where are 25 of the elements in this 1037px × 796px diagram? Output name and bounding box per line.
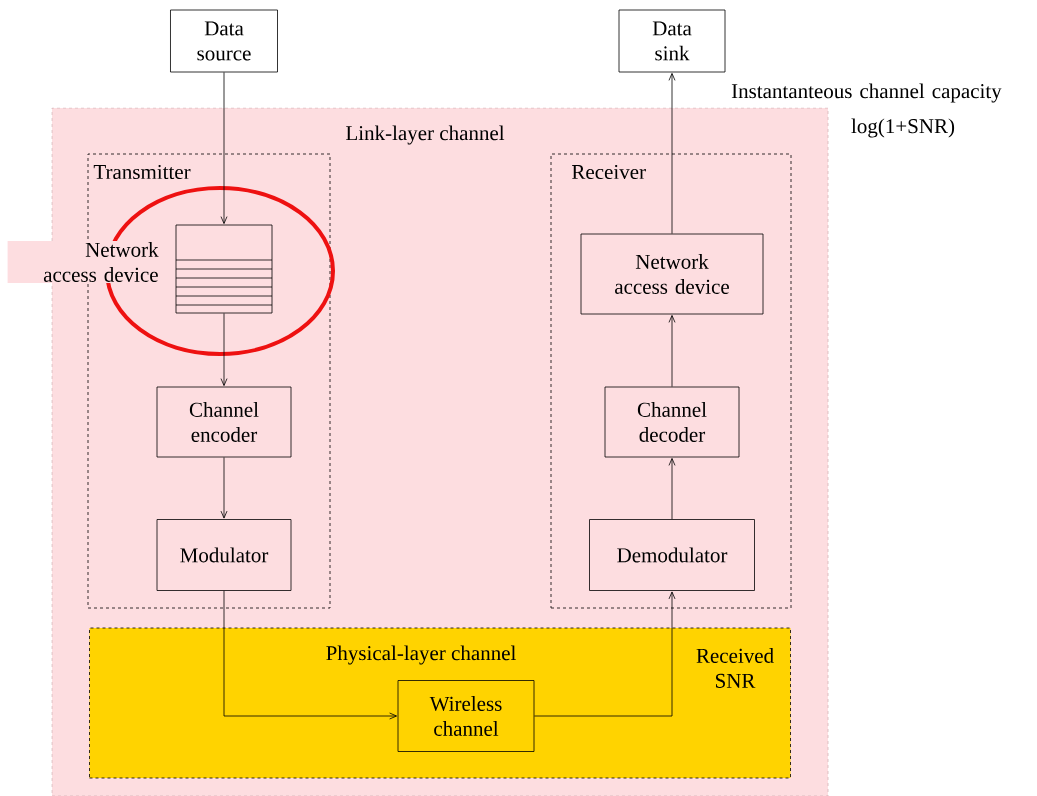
arrow [668,73,676,234]
process-box: Channel decoder [604,386,740,458]
arrow [223,590,397,720]
group-title: Receiver [572,164,646,180]
group-title: Transmitter [93,164,191,180]
process-box: Data sink [618,9,726,73]
process-box: Channel encoder [156,386,292,458]
process-box: Network access device [580,233,764,315]
queue-drawing [175,224,273,314]
group-title: Physical-layer channel [326,645,516,665]
device-label: Network access device [7,241,160,283]
process-box: Modulator [156,519,292,591]
arrow [220,72,228,224]
process-box: Data source [170,9,278,73]
arrow [220,457,228,519]
annotation-text: Instantanteous channel capacity [731,83,1002,103]
arrow [668,458,676,520]
process-box: Demodulator [589,519,755,591]
arrow [534,591,676,717]
arrow [220,313,228,386]
annotation-text: Received SNR [696,648,774,688]
process-box: Wireless channel [397,680,535,752]
annotation-text: log(1+SNR) [851,118,955,138]
group-title: Link-layer channel [346,125,505,145]
arrow [668,315,676,387]
